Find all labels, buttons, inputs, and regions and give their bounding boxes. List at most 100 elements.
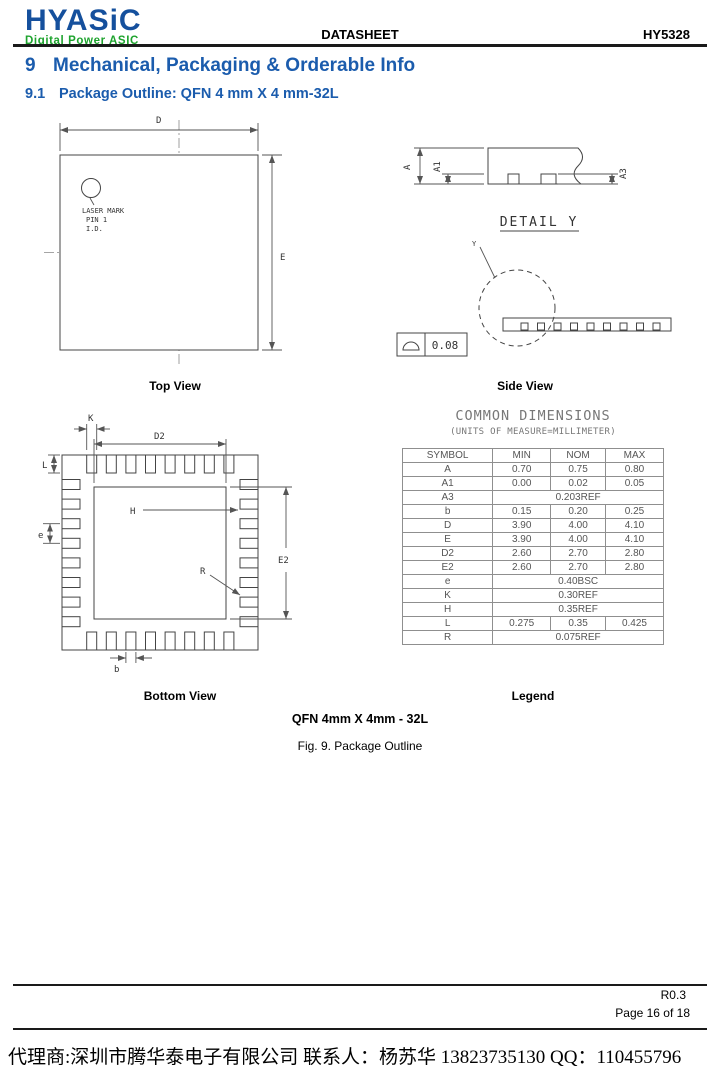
value-cell: 3.90 xyxy=(492,518,552,533)
dim-label-e2: E2 xyxy=(278,556,289,566)
flatness-tolerance-frame: 0.08 xyxy=(396,332,468,357)
doc-type-label: DATASHEET xyxy=(321,27,399,42)
qfn-pad xyxy=(239,557,259,569)
qfn-pad xyxy=(239,479,259,490)
value-cell: 0.30REF xyxy=(492,588,664,603)
side-view-drawing: A A1 A3 DETAIL Y Y 0.08 xyxy=(396,147,672,357)
value-cell: 0.02 xyxy=(550,476,606,491)
qfn-pad xyxy=(223,631,235,651)
e2-dimension: E2 xyxy=(230,486,292,620)
qfn-pad xyxy=(61,498,81,510)
detail-region-circle xyxy=(478,269,556,347)
value-cell: 0.70 xyxy=(492,462,552,477)
dim-label-e: E xyxy=(280,253,285,263)
dim-label-a3: A3 xyxy=(619,168,629,179)
subsection-number: 9.1 xyxy=(25,86,46,102)
e-dimension: E xyxy=(262,154,285,351)
qfn-pad xyxy=(61,537,81,549)
legend-block: COMMON DIMENSIONS (UNITS OF MEASURE=MILL… xyxy=(401,408,665,645)
dim-label-a1: A1 xyxy=(433,161,443,172)
value-cell: 2.60 xyxy=(492,560,552,575)
side-profile-pin xyxy=(652,322,661,331)
detail-ref-label: Y xyxy=(472,240,477,248)
qfn-pad xyxy=(239,498,259,510)
pin1-mark-circle xyxy=(81,178,101,198)
qfn-pad xyxy=(125,454,137,474)
value-cell: 2.60 xyxy=(492,546,552,561)
pin-row xyxy=(520,322,661,331)
laser-mark-label-3: I.D. xyxy=(86,225,103,233)
value-cell: 3.90 xyxy=(492,532,552,547)
cross-section-pin xyxy=(540,173,557,185)
package-body-outline xyxy=(61,454,259,651)
value-cell: 0.35 xyxy=(550,616,606,631)
value-cell: 0.075REF xyxy=(492,630,664,645)
dim-label-l: L xyxy=(42,461,47,471)
value-cell: 0.80 xyxy=(604,462,665,477)
value-cell: 0.275 xyxy=(492,616,552,631)
d-dimension: D xyxy=(59,116,259,151)
bottom-view-drawing: K D2 L H e E2 xyxy=(38,414,292,675)
value-cell: 0.203REF xyxy=(492,490,664,505)
symbol-cell: A1 xyxy=(401,476,494,491)
value-cell: 2.70 xyxy=(550,560,606,575)
qfn-pad xyxy=(203,631,215,651)
detail-callout: DETAIL Y xyxy=(500,215,579,232)
qfn-pad xyxy=(61,479,81,490)
qfn-pad xyxy=(145,631,156,651)
qfn-pad xyxy=(61,557,81,569)
side-profile-pin xyxy=(603,322,611,331)
l-dimension: L xyxy=(42,454,60,474)
qfn-pad xyxy=(105,454,117,474)
dim-label-k: K xyxy=(88,414,94,424)
legend-caption: Legend xyxy=(511,689,555,703)
r-dimension: R xyxy=(200,567,241,596)
section-number: 9 xyxy=(25,55,36,76)
bottom-view-caption: Bottom View xyxy=(143,689,217,703)
qfn-pad xyxy=(61,518,81,530)
pin1-laser-mark: LASER MARK PIN 1 I.D. xyxy=(81,178,125,233)
value-cell: 2.80 xyxy=(604,560,665,575)
exposed-pad-outline xyxy=(93,486,227,620)
pad-row-bottom xyxy=(86,631,235,651)
symbol-cell: A3 xyxy=(401,490,494,505)
top-view-caption: Top View xyxy=(149,379,201,393)
side-profile-pin xyxy=(619,322,628,331)
qfn-pad xyxy=(223,454,235,474)
side-profile-pin xyxy=(520,322,529,331)
dim-label-a: A xyxy=(403,164,413,170)
qfn-pad xyxy=(105,631,117,651)
value-cell: 0.20 xyxy=(550,504,606,519)
qfn-pad xyxy=(203,454,215,474)
symbol-cell: L xyxy=(401,616,494,631)
side-profile-pin xyxy=(570,322,578,331)
side-profile-pin xyxy=(636,322,644,331)
symbol-cell: D2 xyxy=(401,546,494,561)
value-cell: 0.25 xyxy=(604,504,665,519)
k-dimension: K xyxy=(74,414,110,450)
distributor-info: 代理商:深圳市腾华泰电子有限公司 联系人：杨苏华 13823735130 QQ：… xyxy=(8,1047,682,1068)
side-profile-pin xyxy=(553,322,562,331)
legend-subtitle: (UNITS OF MEASURE=MILLIMETER) xyxy=(450,427,616,437)
footer-rule-top xyxy=(13,984,707,986)
b-dimension: b xyxy=(110,652,152,675)
table-header-row: SYMBOL MIN NOM MAX xyxy=(401,448,665,463)
qfn-pad xyxy=(184,454,196,474)
symbol-cell: b xyxy=(401,504,494,519)
header-rule xyxy=(13,44,707,47)
value-cell: 2.80 xyxy=(604,546,665,561)
detail-label: DETAIL Y xyxy=(500,215,579,230)
qfn-pad xyxy=(239,537,259,549)
qfn-pad xyxy=(164,631,176,651)
qfn-pad xyxy=(239,518,259,530)
value-cell: 4.10 xyxy=(604,532,665,547)
